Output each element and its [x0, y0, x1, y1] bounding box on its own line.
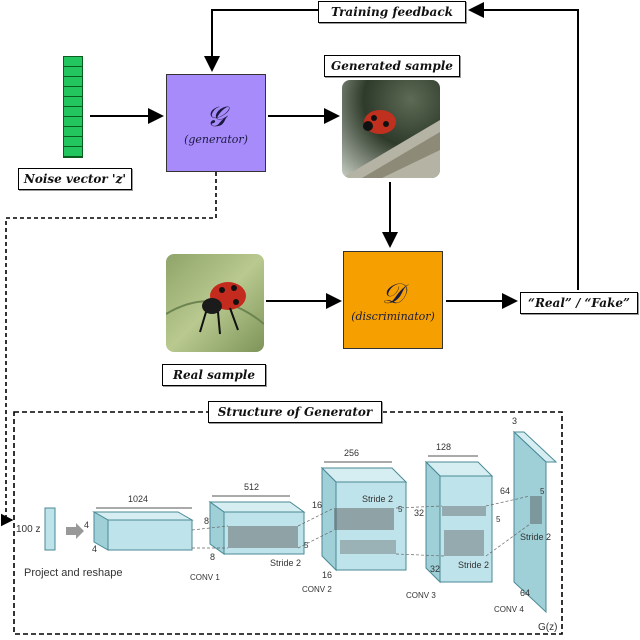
- reshape-block: 1024 4 4: [84, 494, 194, 554]
- conv4-block: 3 64 64 5 Stride 2 CONV 4 G(z): [494, 416, 557, 633]
- discriminator-caption: (discriminator): [351, 309, 435, 323]
- project-label: Project and reshape: [24, 567, 122, 579]
- input-label: 100 z: [16, 524, 40, 535]
- generated-ladybug-icon: [342, 110, 440, 178]
- conv1-size-b: 8: [210, 552, 215, 562]
- structure-title: Structure of Generator: [208, 401, 382, 423]
- output-label: G(z): [538, 622, 557, 633]
- conv3-channels: 128: [436, 442, 451, 452]
- generator-symbol: 𝒢: [206, 99, 226, 133]
- input-vector: [44, 507, 56, 551]
- conv2-size-b: 16: [322, 570, 332, 580]
- project-arrow-icon: [66, 523, 84, 539]
- generator-node: 𝒢 (generator): [166, 74, 266, 172]
- real-sample-label: Real sample: [162, 364, 266, 386]
- generator-caption: (generator): [184, 132, 248, 146]
- generated-sample-image: [342, 80, 440, 178]
- conv2-size-a: 16: [312, 500, 322, 510]
- feedback-loop: [468, 2, 579, 290]
- conv4-channels: 3: [512, 416, 517, 426]
- conv3-block: 128 32 32 5 Stride 2 CONV 3: [406, 442, 501, 600]
- conv4-name: CONV 4: [494, 605, 524, 614]
- discriminator-node: 𝒟 (discriminator): [343, 251, 443, 349]
- projection-lines: [191, 495, 531, 557]
- generated-sample-label: Generated sample: [324, 55, 460, 77]
- conv3-size-a: 32: [414, 508, 424, 518]
- reshape-size-b: 4: [92, 544, 97, 554]
- noise-vector-label: Noise vector 'z': [18, 168, 132, 190]
- conv3-size-b: 32: [430, 564, 440, 574]
- conv1-kernel: 5: [304, 541, 309, 550]
- conv4-stride: Stride 2: [520, 532, 551, 542]
- noise-vector: [63, 56, 83, 158]
- conv1-channels: 512: [244, 482, 259, 492]
- real-ladybug-icon: [166, 282, 264, 335]
- conv1-size-a: 8: [204, 516, 209, 526]
- conv2-name: CONV 2: [302, 585, 332, 594]
- real-sample-image: [166, 254, 264, 352]
- conv1-name: CONV 1: [190, 573, 220, 582]
- conv1-block: 512 8 8 5 Stride 2 CONV 1: [190, 482, 309, 582]
- conv4-size-a: 64: [500, 486, 510, 496]
- training-feedback-label: Training feedback: [318, 1, 466, 23]
- reshape-size-a: 4: [84, 520, 89, 530]
- conv3-name: CONV 3: [406, 591, 436, 600]
- reshape-channels: 1024: [128, 494, 148, 504]
- conv4-size-b: 64: [520, 588, 530, 598]
- discriminator-symbol: 𝒟: [381, 276, 405, 310]
- real-fake-label: “Real” / “Fake”: [520, 292, 638, 314]
- conv2-kernel: 5: [398, 505, 403, 514]
- conv4-kernel: 5: [540, 487, 545, 496]
- conv3-stride: Stride 2: [458, 560, 489, 570]
- conv2-channels: 256: [344, 448, 359, 458]
- conv2-stride: Stride 2: [362, 494, 393, 504]
- conv1-stride: Stride 2: [270, 558, 301, 568]
- feedback-to-generator: [204, 9, 318, 72]
- conv2-block: 256 16 16 5 Stride 2 CONV 2: [302, 448, 408, 594]
- conv3-kernel: 5: [496, 515, 501, 524]
- dashed-generator-link: [0, 172, 217, 527]
